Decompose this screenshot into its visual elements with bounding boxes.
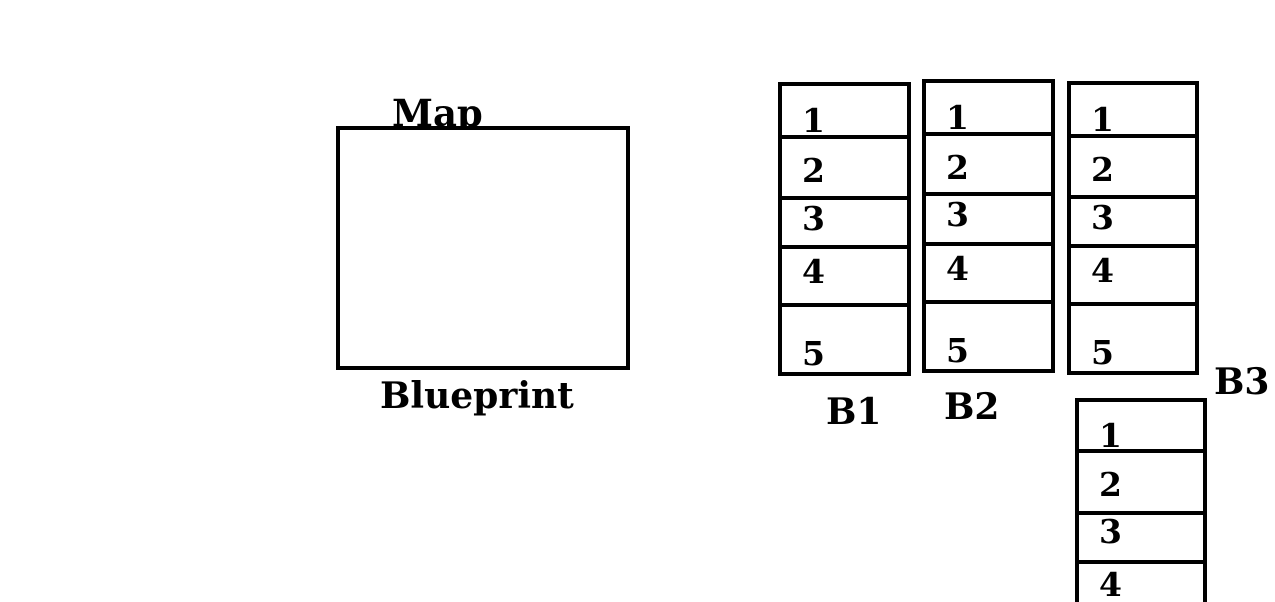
slot-number: 4 — [946, 249, 969, 288]
column-b1-label: B1 — [826, 391, 882, 433]
slot-4[interactable]: 4 — [1079, 564, 1203, 602]
slot-number: 2 — [802, 151, 825, 190]
slot-number: 4 — [1099, 565, 1122, 602]
slot-number: 3 — [802, 199, 825, 238]
slot-number: 4 — [802, 252, 825, 291]
slot-number: 2 — [1091, 150, 1114, 189]
column-b3-label: B3 — [1214, 361, 1270, 403]
slot-number: 3 — [946, 195, 969, 234]
column-b3[interactable]: 1 2 3 4 5 — [1067, 81, 1199, 375]
slot-4[interactable]: 4 — [782, 249, 907, 307]
slot-number: 3 — [1099, 512, 1122, 551]
slot-number: 5 — [1091, 333, 1114, 372]
slot-number: 1 — [1099, 416, 1122, 455]
slot-3[interactable]: 3 — [782, 200, 907, 249]
slot-2[interactable]: 2 — [1079, 453, 1203, 515]
slot-2[interactable]: 2 — [782, 139, 907, 200]
slot-number: 2 — [946, 148, 969, 187]
slot-2[interactable]: 2 — [926, 136, 1051, 196]
slot-number: 1 — [946, 98, 969, 137]
column-b1[interactable]: 1 2 3 4 5 — [778, 82, 911, 376]
slot-5[interactable]: 5 — [782, 307, 907, 373]
map-title: Map — [392, 91, 483, 135]
slot-1[interactable]: 1 — [782, 86, 907, 139]
slot-1[interactable]: 1 — [926, 83, 1051, 136]
slot-3[interactable]: 3 — [926, 196, 1051, 246]
slot-3[interactable]: 3 — [1079, 515, 1203, 564]
column-4[interactable]: 1 2 3 4 — [1075, 398, 1207, 602]
slot-number: 1 — [802, 101, 825, 140]
slot-5[interactable]: 5 — [1071, 306, 1195, 372]
slot-number: 1 — [1091, 100, 1114, 139]
slot-number: 4 — [1091, 251, 1114, 290]
slot-number: 5 — [802, 334, 825, 373]
column-b2[interactable]: 1 2 3 4 5 — [922, 79, 1055, 373]
slot-4[interactable]: 4 — [926, 246, 1051, 304]
slot-number: 2 — [1099, 465, 1122, 504]
slot-2[interactable]: 2 — [1071, 138, 1195, 199]
slot-1[interactable]: 1 — [1079, 402, 1203, 453]
blueprint-map-area[interactable] — [336, 126, 630, 370]
column-b2-label: B2 — [944, 386, 1000, 428]
slot-number: 5 — [946, 331, 969, 370]
slot-3[interactable]: 3 — [1071, 199, 1195, 248]
slot-number: 3 — [1091, 198, 1114, 237]
blueprint-title: Blueprint — [380, 375, 574, 417]
slot-4[interactable]: 4 — [1071, 248, 1195, 306]
slot-5[interactable]: 5 — [926, 304, 1051, 370]
slot-1[interactable]: 1 — [1071, 85, 1195, 138]
